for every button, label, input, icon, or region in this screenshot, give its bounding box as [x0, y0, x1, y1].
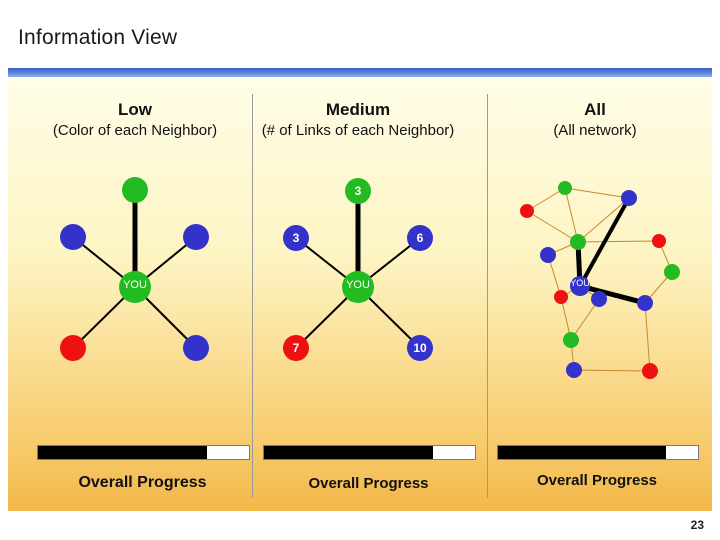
column-heading-low: Low — [118, 100, 152, 119]
progress-label-medium: Overall Progress — [308, 475, 429, 492]
graph-node[interactable] — [122, 177, 148, 203]
graph-node[interactable] — [60, 224, 86, 250]
you-node-label: YOU — [123, 279, 147, 291]
graph-edge — [579, 283, 646, 306]
page-number: 23 — [690, 518, 704, 532]
graph-node[interactable] — [540, 247, 556, 263]
progress-label-all: Overall Progress — [536, 472, 658, 489]
page-title: Information View — [18, 26, 178, 49]
graph-node[interactable] — [520, 204, 534, 218]
divider-2 — [487, 94, 488, 498]
graph-node[interactable] — [637, 295, 653, 311]
graph-edge — [526, 210, 579, 243]
graph-node[interactable] — [119, 271, 151, 303]
column-header-low: Low (Color of each Neighbor) — [20, 100, 250, 139]
graph-node[interactable]: 3 — [283, 225, 309, 251]
graph-node[interactable] — [642, 363, 658, 379]
progress-fill-medium — [264, 446, 433, 459]
graph-edge — [564, 187, 630, 199]
column-header-all: All (All network) — [495, 100, 695, 139]
graph-node[interactable] — [591, 291, 607, 307]
you-node-label: YOU — [570, 278, 590, 288]
graph-edge — [573, 369, 651, 372]
column-heading-all: All — [584, 100, 606, 119]
graph-node[interactable]: 10 — [407, 335, 433, 361]
progress-fill-all — [498, 446, 666, 459]
column-header-medium: Medium (# of Links of each Neighbor) — [243, 100, 473, 139]
graph-node[interactable] — [566, 362, 582, 378]
graph-edge — [577, 197, 630, 243]
graph-node[interactable] — [342, 271, 374, 303]
graph-node[interactable] — [570, 234, 586, 250]
column-subheading-low: (Color of each Neighbor) — [52, 122, 218, 139]
graph-node[interactable]: 6 — [407, 225, 433, 251]
title-accent-bar — [8, 68, 712, 77]
you-node-label: YOU — [346, 279, 370, 291]
progress-track-low — [37, 445, 250, 460]
graph-edge — [577, 240, 660, 243]
progress-track-medium — [263, 445, 476, 460]
graph-edge — [564, 187, 579, 243]
graph-node[interactable] — [183, 335, 209, 361]
graph-node[interactable] — [183, 224, 209, 250]
column-heading-medium: Medium — [325, 100, 391, 119]
graph-node[interactable] — [621, 190, 637, 206]
column-subheading-medium: (# of Links of each Neighbor) — [261, 122, 455, 139]
graph-node[interactable] — [652, 234, 666, 248]
graph-edge — [644, 302, 651, 372]
graph-node[interactable]: 3 — [345, 178, 371, 204]
divider-1 — [252, 94, 253, 498]
graph-node[interactable] — [664, 264, 680, 280]
graph-node[interactable] — [60, 335, 86, 361]
progress-fill-low — [38, 446, 207, 459]
graph-node[interactable] — [563, 332, 579, 348]
progress-label-low: Overall Progress — [78, 474, 207, 491]
progress-track-all — [497, 445, 699, 460]
graph-edge — [578, 197, 631, 287]
graph-node[interactable] — [558, 181, 572, 195]
graph-node[interactable] — [570, 276, 590, 296]
graph-node[interactable] — [554, 290, 568, 304]
graph-node[interactable]: 7 — [283, 335, 309, 361]
column-subheading-all: (All network) — [553, 122, 637, 139]
